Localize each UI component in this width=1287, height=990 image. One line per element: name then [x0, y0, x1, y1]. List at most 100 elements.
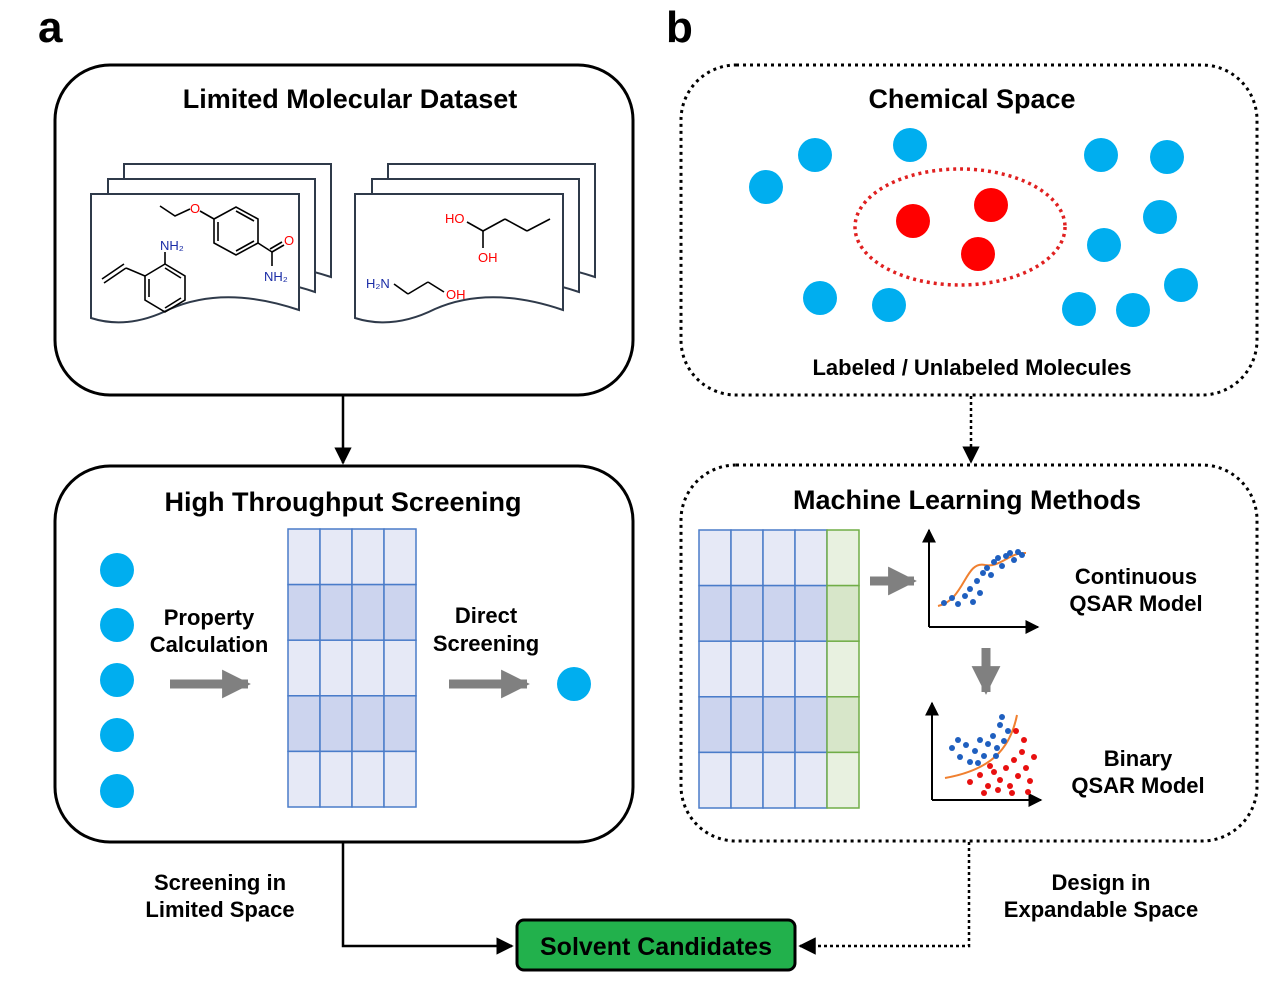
class-b-point — [967, 779, 973, 785]
screening-input-dots — [100, 553, 134, 808]
panel-letter-b: b — [666, 3, 693, 52]
continuous-qsar-plot — [922, 528, 1040, 634]
class-b-point — [987, 763, 993, 769]
class-a-point — [972, 748, 978, 754]
continuous-point — [974, 578, 980, 584]
label-column-cell — [826, 751, 860, 809]
label-column-cell — [826, 584, 860, 642]
class-a-point — [985, 741, 991, 747]
unlabeled-molecule-dot — [1062, 292, 1096, 326]
class-b-point — [1019, 749, 1025, 755]
matrix-cell — [383, 695, 417, 753]
label-column-cell — [826, 696, 860, 754]
direct-screening-line2: Screening — [433, 631, 539, 656]
labeled-molecule-dot — [896, 204, 930, 238]
dataset-title: Limited Molecular Dataset — [183, 84, 518, 114]
class-a-point — [981, 753, 987, 759]
class-a-point — [949, 745, 955, 751]
matrix-cell — [383, 750, 417, 808]
molecule-dot — [100, 774, 134, 808]
matrix-cell — [319, 583, 353, 641]
class-b-point — [1009, 790, 1015, 796]
matrix-cell — [319, 528, 353, 586]
chemical-space-title: Chemical Space — [868, 84, 1075, 114]
matrix-cell — [730, 751, 764, 809]
screening-to-candidates-arrow — [341, 843, 514, 955]
unlabeled-molecule-dot — [798, 138, 832, 172]
continuous-point — [999, 563, 1005, 569]
matrix-cell — [794, 696, 828, 754]
continuous-point — [955, 601, 961, 607]
continuous-point — [980, 570, 986, 576]
screening-box: High Throughput Screening Property Calcu… — [53, 464, 635, 844]
screening-title: High Throughput Screening — [165, 487, 522, 517]
matrix-cell — [794, 584, 828, 642]
matrix-cell — [383, 528, 417, 586]
matrix-cell — [351, 750, 385, 808]
continuous-model-points — [941, 549, 1025, 607]
molecule-dot — [100, 718, 134, 752]
screened-molecule-dot — [557, 667, 591, 701]
limited-space-line2: Limited Space — [145, 897, 294, 922]
ethanolamine-molecule — [393, 281, 445, 295]
class-a-point — [955, 737, 961, 743]
matrix-cell — [287, 639, 321, 697]
labeled-region-ellipse — [853, 167, 1067, 287]
class-b-point — [1003, 765, 1009, 771]
class-b-point — [981, 790, 987, 796]
molecule-dot — [100, 608, 134, 642]
class-a-point — [1001, 738, 1007, 744]
unlabeled-molecule-dot — [1084, 138, 1118, 172]
class-b-point — [1027, 778, 1033, 784]
matrix-cell — [794, 640, 828, 698]
property-calculation-line2: Calculation — [150, 632, 269, 657]
binary-model-line2: QSAR Model — [1071, 773, 1204, 798]
matrix-cell — [319, 750, 353, 808]
class-a-point — [999, 714, 1005, 720]
class-b-point — [985, 783, 991, 789]
continuous-point — [1007, 550, 1013, 556]
ml-methods-title: Machine Learning Methods — [793, 485, 1141, 515]
matrix-cell — [698, 696, 732, 754]
unlabeled-molecule-dot — [1143, 200, 1177, 234]
panel-letter-a: a — [38, 3, 63, 52]
binary-qsar-plot — [925, 701, 1043, 807]
continuous-point — [995, 555, 1001, 561]
binary-model-line1: Binary — [1104, 746, 1173, 771]
molecule-dot — [100, 553, 134, 587]
matrix-cell — [730, 529, 764, 587]
binary-model-points — [949, 714, 1037, 796]
label-column-cell — [826, 640, 860, 698]
continuous-model-line1: Continuous — [1075, 564, 1197, 589]
class-b-point — [991, 769, 997, 775]
matrix-cell — [319, 639, 353, 697]
class-b-point — [995, 787, 1001, 793]
matrix-cell — [762, 640, 796, 698]
unlabeled-molecule-dot — [893, 128, 927, 162]
diol-ho-label: HO — [445, 211, 465, 226]
chemical-space-dots — [749, 128, 1198, 327]
matrix-cell — [698, 584, 732, 642]
label-column-cell — [826, 529, 860, 587]
continuous-point — [967, 586, 973, 592]
class-a-point — [993, 753, 999, 759]
amide-nh2-label: NH₂ — [264, 269, 288, 284]
class-b-point — [1013, 728, 1019, 734]
ml-to-candidates-arrow — [798, 842, 971, 955]
ethoxybenzamide-molecule — [159, 205, 285, 266]
continuous-model-line2: QSAR Model — [1069, 591, 1202, 616]
matrix-cell — [383, 639, 417, 697]
matrix-cell — [351, 695, 385, 753]
matrix-cell — [287, 528, 321, 586]
matrix-cell — [319, 695, 353, 753]
matrix-cell — [794, 751, 828, 809]
amide-oxygen-label: O — [284, 233, 294, 248]
ethanolamine-oh-label: OH — [446, 287, 466, 302]
matrix-cell — [794, 529, 828, 587]
continuous-point — [991, 559, 997, 565]
continuous-point — [988, 572, 994, 578]
matrix-cell — [287, 695, 321, 753]
class-b-point — [1025, 789, 1031, 795]
matrix-cell — [730, 584, 764, 642]
